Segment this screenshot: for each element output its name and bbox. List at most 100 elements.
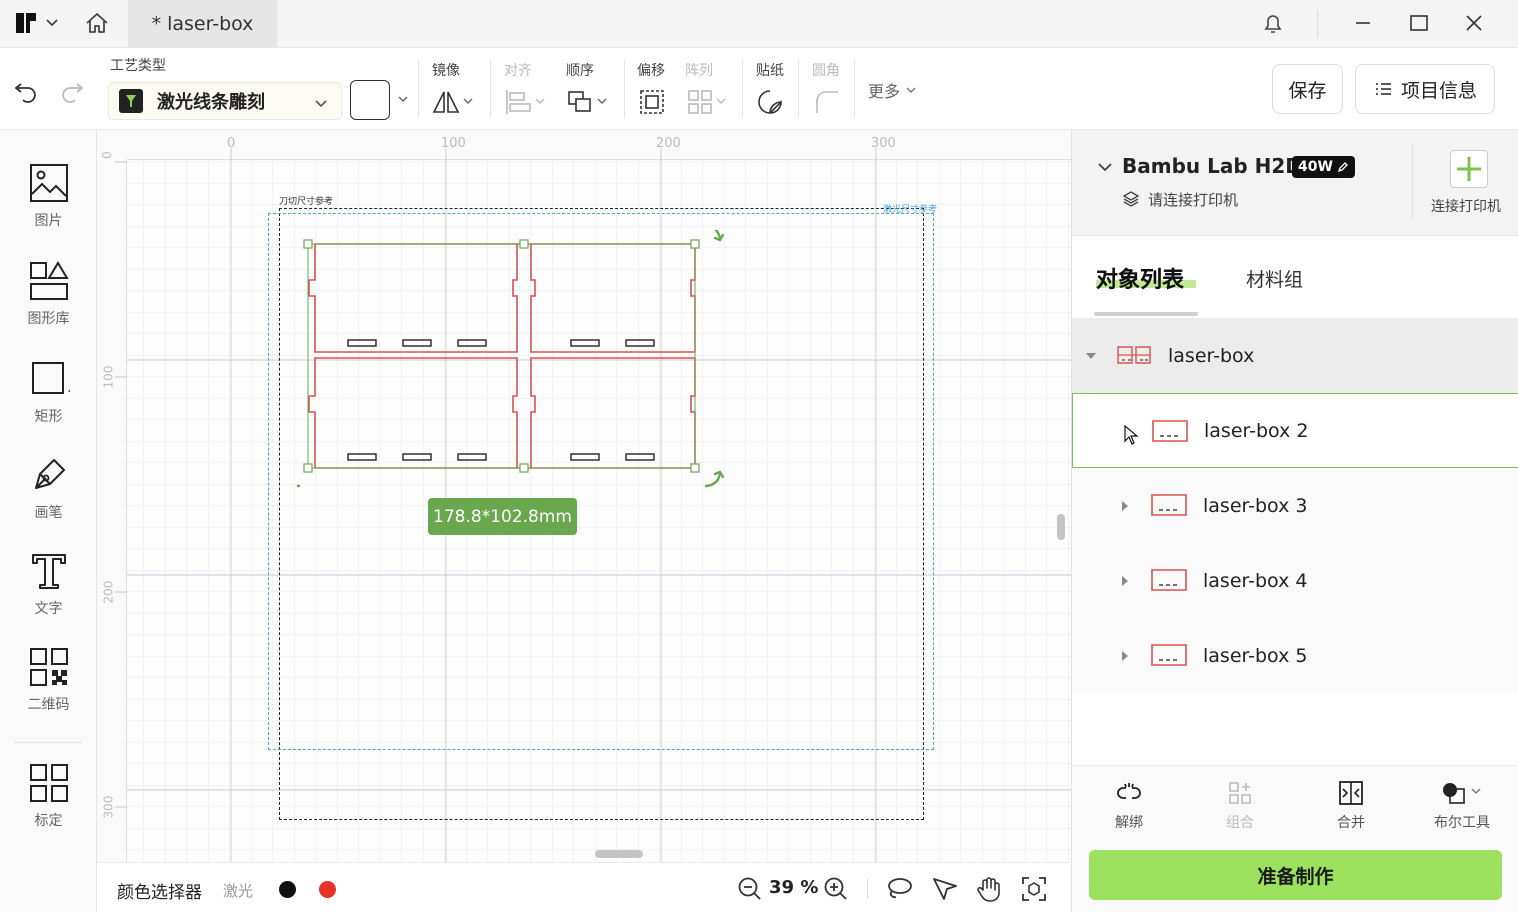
select-arrow-icon[interactable]	[931, 876, 959, 906]
expand-caret-icon[interactable]	[1086, 353, 1096, 359]
laser-area-label: 激光尺寸参考	[883, 205, 938, 215]
merge-icon	[1339, 781, 1363, 805]
design-canvas[interactable]: 0 100 200 300 0 100 200 300 刀切尺寸参考 激光尺寸参…	[97, 130, 1071, 862]
tree-label: laser-box 4	[1203, 569, 1308, 592]
zoom-out-icon[interactable]	[737, 876, 763, 906]
panel-tabs	[1072, 236, 1518, 320]
chevron-down-icon[interactable]	[44, 14, 60, 34]
expand-caret-icon[interactable]	[1122, 576, 1128, 586]
prepare-button[interactable]: 准备制作	[1089, 850, 1502, 900]
canvas-grid	[97, 130, 1071, 862]
more-menu[interactable]: 更多	[868, 78, 918, 102]
color-swatch-black[interactable]	[279, 881, 296, 898]
color-picker-label: 颜色选择器	[117, 883, 202, 903]
hand-pan-icon[interactable]	[975, 875, 1003, 907]
right-panel: Bambu Lab H2D 40W 请连接打印机 连接打印机 对象列表 对象列表…	[1071, 130, 1518, 912]
array-label: 阵列	[685, 63, 713, 79]
tree-row-child[interactable]: laser-box 3	[1072, 468, 1518, 543]
tree-row-root[interactable]: laser-box	[1072, 318, 1518, 393]
process-type-select[interactable]: 激光线条雕刻	[108, 82, 342, 120]
align-icon[interactable]	[504, 88, 548, 120]
align-label: 对齐	[504, 63, 532, 79]
zoom-level: 39 %	[769, 877, 819, 898]
group-icon	[1229, 782, 1251, 804]
divider	[418, 60, 419, 118]
color-swatch-red[interactable]	[319, 881, 336, 898]
round-corner-icon[interactable]	[812, 88, 840, 120]
tool-rectangle[interactable]: 矩形	[0, 358, 97, 448]
divider	[742, 60, 743, 118]
laser-engrave-icon	[119, 89, 143, 113]
chevron-down-icon[interactable]	[1096, 158, 1114, 176]
power-badge[interactable]: 40W	[1292, 156, 1355, 178]
connect-printer-label[interactable]: 连接打印机	[1431, 199, 1501, 215]
ruler-label: 0	[227, 136, 236, 151]
group-button[interactable]: 组合	[1195, 780, 1285, 832]
list-icon	[1375, 83, 1391, 95]
tree-row-child[interactable]: laser-box 5	[1072, 618, 1518, 693]
more-label: 更多	[868, 82, 901, 101]
boolean-tool-button[interactable]: 布尔工具	[1417, 780, 1507, 832]
tab-object-list-text: 对象列表	[1096, 268, 1185, 293]
tab-scroll-indicator	[1094, 312, 1198, 316]
tool-calibrate[interactable]: 标定	[0, 762, 97, 852]
tree-row-child-selected[interactable]: laser-box 2	[1072, 393, 1518, 468]
tool-qrcode[interactable]: 二维码	[0, 646, 97, 736]
expand-caret-icon[interactable]	[1122, 501, 1128, 511]
minimize-icon[interactable]	[1352, 12, 1374, 38]
order-icon[interactable]	[566, 88, 612, 120]
title-bar: * laser-box	[0, 0, 1518, 48]
zoom-in-icon[interactable]	[823, 876, 849, 906]
tool-calibrate-label: 标定	[34, 813, 63, 829]
divider	[1317, 10, 1318, 38]
app-logo-icon[interactable]	[14, 11, 38, 39]
divider	[14, 742, 82, 743]
save-button[interactable]: 保存	[1272, 64, 1343, 114]
ungroup-button[interactable]: 解绑	[1084, 780, 1174, 832]
tool-image[interactable]: 图片	[0, 162, 97, 252]
tree-row-child[interactable]: laser-box 4	[1072, 543, 1518, 618]
image-icon	[29, 164, 68, 202]
project-info-button[interactable]: 项目信息	[1355, 64, 1495, 114]
tab-laser-box[interactable]: * laser-box	[128, 0, 277, 48]
undo-icon[interactable]	[12, 76, 40, 108]
notification-bell-icon[interactable]	[1260, 11, 1286, 41]
tool-pen[interactable]: 画笔	[0, 454, 97, 544]
lasso-icon[interactable]	[885, 876, 913, 906]
tab-material-group[interactable]: 材料组	[1246, 269, 1304, 291]
add-printer-icon[interactable]	[1450, 150, 1488, 188]
printer-name[interactable]: Bambu Lab H2D	[1122, 154, 1302, 178]
printer-status: 请连接打印机	[1148, 191, 1239, 209]
tool-shape-library[interactable]: 图形库	[0, 260, 97, 350]
close-icon[interactable]	[1463, 12, 1485, 38]
mirror-icon[interactable]	[432, 88, 476, 120]
chevron-down-icon[interactable]	[396, 92, 410, 106]
horizontal-scrollbar[interactable]	[595, 850, 643, 858]
tree-label: laser-box 2	[1204, 419, 1309, 442]
sticker-icon[interactable]	[756, 88, 784, 120]
home-icon[interactable]	[84, 10, 110, 40]
color-swatch-button[interactable]	[350, 80, 390, 120]
merge-button[interactable]: 合并	[1306, 780, 1396, 832]
dimension-tooltip: 178.8*102.8mm	[428, 498, 577, 535]
offset-icon[interactable]	[638, 88, 666, 120]
divider	[1412, 144, 1413, 220]
laser-box-artwork[interactable]	[297, 230, 737, 510]
expand-caret-icon[interactable]	[1122, 651, 1128, 661]
shape-library-icon	[29, 261, 69, 300]
rectangle-icon	[31, 362, 70, 394]
vertical-scrollbar[interactable]	[1057, 514, 1065, 540]
ruler-label: 100	[441, 136, 466, 151]
redo-icon[interactable]	[58, 76, 86, 108]
ruler-label: 300	[101, 795, 116, 819]
tool-text[interactable]: 文字	[0, 550, 97, 640]
tool-image-label: 图片	[34, 213, 63, 229]
divider	[624, 60, 625, 118]
fit-view-icon[interactable]	[1021, 876, 1047, 906]
array-icon[interactable]	[687, 88, 731, 120]
maximize-icon[interactable]	[1408, 12, 1430, 38]
boolean-icon	[1443, 783, 1481, 804]
divider	[854, 60, 855, 118]
mirror-label: 镜像	[432, 63, 460, 79]
part-thumbnail-icon	[1152, 420, 1188, 442]
